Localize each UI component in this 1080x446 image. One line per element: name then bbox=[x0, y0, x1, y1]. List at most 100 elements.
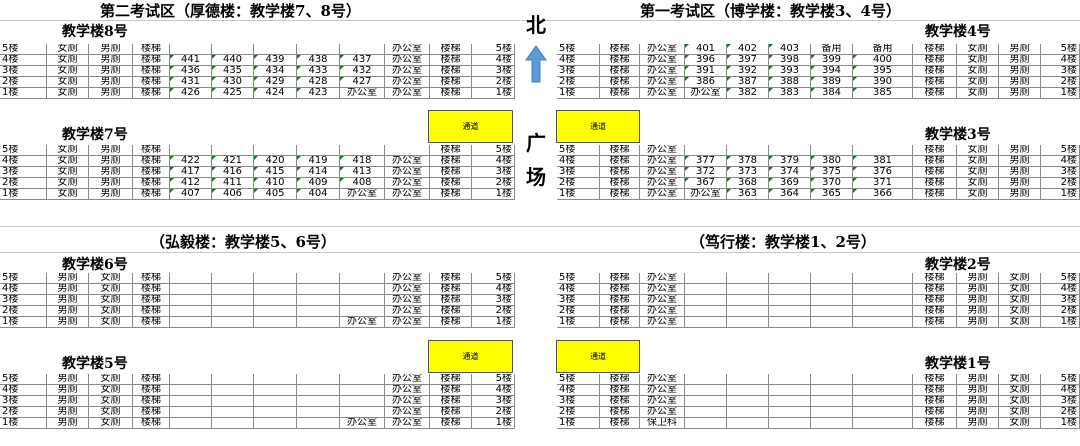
floor-cell bbox=[340, 273, 385, 284]
classroom-cell: 414 bbox=[297, 167, 340, 178]
floor-cell bbox=[254, 273, 297, 284]
classroom-cell: 393 bbox=[769, 66, 811, 77]
floor-cell bbox=[727, 396, 769, 407]
floor-cell bbox=[254, 396, 297, 407]
floor-cell bbox=[254, 145, 297, 156]
floor-cell: 女厕 bbox=[957, 156, 999, 167]
floor-cell: 楼梯 bbox=[913, 178, 957, 189]
floor-cell: 2楼 bbox=[0, 77, 47, 88]
floor-cell: 4楼 bbox=[557, 284, 600, 295]
floor-cell: 3楼 bbox=[472, 396, 515, 407]
floor-cell: 办公室 bbox=[385, 284, 430, 295]
floor-cell: 4楼 bbox=[557, 385, 600, 396]
classroom-cell: 438 bbox=[297, 55, 340, 66]
floor-cell: 办公室 bbox=[640, 66, 685, 77]
floor-cell bbox=[340, 44, 385, 55]
floor-cell bbox=[297, 295, 340, 306]
floor-cell bbox=[727, 418, 769, 429]
floor-cell: 楼梯 bbox=[600, 306, 640, 317]
floor-cell bbox=[340, 145, 385, 156]
floor-cell: 楼梯 bbox=[600, 284, 640, 295]
building-name-b5: 教学楼5号 bbox=[62, 356, 128, 372]
floor-cell bbox=[340, 396, 385, 407]
floor-cell: 男厕 bbox=[957, 396, 999, 407]
floor-cell: 楼梯 bbox=[133, 156, 170, 167]
floor-cell bbox=[853, 145, 913, 156]
floor-cell: 男厕 bbox=[47, 317, 89, 328]
classroom-cell: 392 bbox=[727, 66, 769, 77]
floor-cell: 男厕 bbox=[957, 295, 999, 306]
floor-cell bbox=[685, 145, 727, 156]
floor-cell: 办公室 bbox=[385, 189, 430, 200]
floor-cell: 办公室 bbox=[640, 44, 685, 55]
floor-cell: 4楼 bbox=[472, 156, 515, 167]
floor-cell bbox=[727, 273, 769, 284]
floor-cell: 2楼 bbox=[1041, 178, 1080, 189]
floor-cell: 5楼 bbox=[472, 145, 515, 156]
floor-cell: 5楼 bbox=[0, 374, 47, 385]
floor-cell: 楼梯 bbox=[600, 167, 640, 178]
classroom-cell: 434 bbox=[254, 66, 297, 77]
floor-cell bbox=[727, 317, 769, 328]
floor-cell: 办公室 bbox=[640, 385, 685, 396]
floor-cell bbox=[212, 44, 254, 55]
floor-cell: 2楼 bbox=[557, 407, 600, 418]
floor-cell: 女厕 bbox=[957, 44, 999, 55]
classroom-cell: 406 bbox=[212, 189, 254, 200]
floor-cell bbox=[254, 317, 297, 328]
floor-cell: 女厕 bbox=[999, 407, 1041, 418]
classroom-cell: 395 bbox=[853, 66, 913, 77]
floor-cell bbox=[170, 273, 212, 284]
floor-cell bbox=[297, 145, 340, 156]
floor-cell bbox=[685, 273, 727, 284]
floor-cell: 5楼 bbox=[472, 44, 515, 55]
classroom-cell: 419 bbox=[297, 156, 340, 167]
floor-cell: 女厕 bbox=[999, 295, 1041, 306]
floor-cell: 办公室 bbox=[640, 295, 685, 306]
floor-cell: 女厕 bbox=[957, 178, 999, 189]
classroom-cell: 426 bbox=[170, 88, 212, 99]
classroom-cell: 407 bbox=[170, 189, 212, 200]
floor-cell: 4楼 bbox=[472, 284, 515, 295]
floor-cell: 3楼 bbox=[1041, 295, 1080, 306]
classroom-cell: 409 bbox=[297, 178, 340, 189]
floor-cell: 5楼 bbox=[472, 273, 515, 284]
floor-cell: 4楼 bbox=[0, 55, 47, 66]
floor-cell: 1楼 bbox=[1041, 418, 1080, 429]
floor-cell bbox=[212, 273, 254, 284]
building-name-b4: 教学楼4号 bbox=[925, 24, 991, 40]
floor-cell bbox=[212, 306, 254, 317]
floor-cell: 楼梯 bbox=[133, 284, 170, 295]
classroom-cell: 396 bbox=[685, 55, 727, 66]
floor-cell: 女厕 bbox=[47, 156, 89, 167]
classroom-cell: 372 bbox=[685, 167, 727, 178]
classroom-cell: 427 bbox=[340, 77, 385, 88]
floor-cell: 2楼 bbox=[1041, 77, 1080, 88]
floor-cell bbox=[727, 385, 769, 396]
floor-cell bbox=[254, 385, 297, 396]
floor-cell: 办公室 bbox=[640, 317, 685, 328]
floor-cell: 3楼 bbox=[1041, 66, 1080, 77]
floor-cell: 女厕 bbox=[999, 374, 1041, 385]
floor-cell: 楼梯 bbox=[133, 88, 170, 99]
floor-cell bbox=[769, 396, 811, 407]
floor-cell: 男厕 bbox=[89, 189, 133, 200]
floor-cell bbox=[853, 284, 913, 295]
classroom-cell: 424 bbox=[254, 88, 297, 99]
floor-cell bbox=[685, 418, 727, 429]
floor-cell bbox=[727, 284, 769, 295]
classroom-cell: 411 bbox=[212, 178, 254, 189]
floor-cell: 备用 bbox=[853, 44, 913, 55]
floor-cell: 楼梯 bbox=[430, 77, 472, 88]
floor-cell bbox=[685, 284, 727, 295]
classroom-cell: 371 bbox=[853, 178, 913, 189]
floor-cell: 楼梯 bbox=[600, 145, 640, 156]
floor-cell bbox=[340, 284, 385, 295]
floor-cell bbox=[297, 284, 340, 295]
floor-cell bbox=[811, 317, 853, 328]
floor-cell bbox=[170, 385, 212, 396]
floor-cell: 男厕 bbox=[47, 295, 89, 306]
floor-cell: 女厕 bbox=[47, 55, 89, 66]
floor-cell bbox=[727, 295, 769, 306]
floor-cell: 办公室 bbox=[385, 407, 430, 418]
